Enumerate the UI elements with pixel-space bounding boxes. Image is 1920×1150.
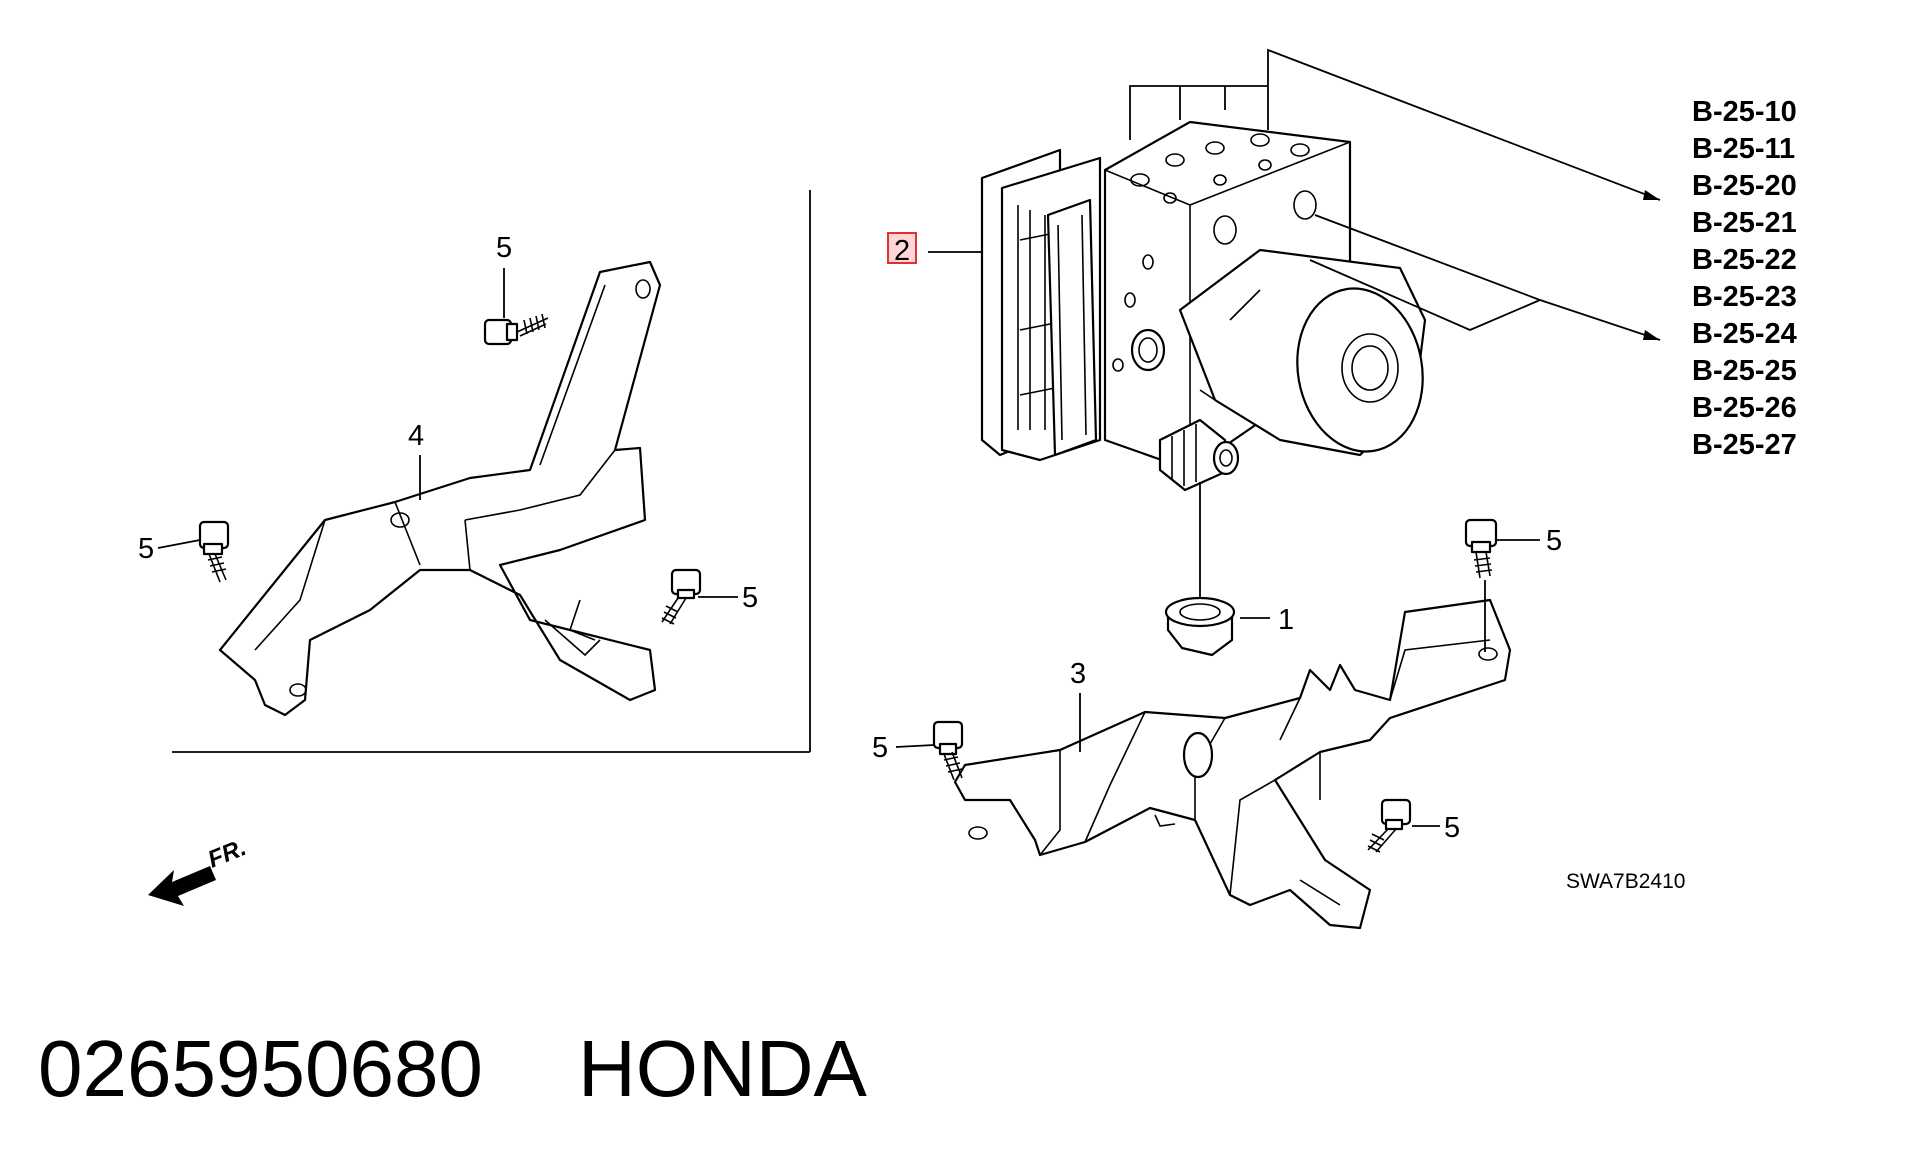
- bracket-part-4[interactable]: [218, 260, 662, 717]
- callout-2[interactable]: 2: [887, 232, 982, 267]
- callout-5-label[interactable]: 5: [1444, 812, 1460, 844]
- brand-name: HONDA: [578, 1024, 868, 1113]
- direction-label: FR.: [204, 834, 250, 874]
- ref-label[interactable]: B-25-26: [1692, 392, 1797, 424]
- callout-4-label: 4: [408, 420, 424, 452]
- ref-label[interactable]: B-25-24: [1692, 318, 1797, 350]
- abs-modulator-part-2[interactable]: [980, 120, 1435, 492]
- callout-2-label: 2: [894, 235, 910, 267]
- callout-1-label: 1: [1278, 604, 1294, 636]
- ref-label[interactable]: B-25-23: [1692, 281, 1797, 313]
- callout-3-label: 3: [1070, 658, 1086, 690]
- part-number: 0265950680: [38, 1024, 483, 1113]
- callout-highlight: [887, 232, 917, 264]
- ref-label[interactable]: B-25-10: [1692, 96, 1797, 128]
- bracket-part-3[interactable]: [953, 598, 1512, 930]
- diagram-code: SWA7B2410: [1566, 870, 1685, 893]
- callout-1[interactable]: 1: [1278, 604, 1294, 636]
- callout-5-label[interactable]: 5: [1546, 525, 1562, 557]
- callout-5-group: 5 5 5 5 5 5: [138, 232, 1562, 844]
- reference-list: B-25-10 B-25-11 B-25-20 B-25-21 B-25-22 …: [1692, 96, 1797, 461]
- ref-label[interactable]: B-25-25: [1692, 355, 1797, 387]
- grommet-part-1[interactable]: [1164, 482, 1270, 657]
- callout-3[interactable]: 3: [1070, 658, 1086, 752]
- ref-label[interactable]: B-25-22: [1692, 244, 1797, 276]
- ref-label[interactable]: B-25-27: [1692, 429, 1797, 461]
- ref-label[interactable]: B-25-21: [1692, 207, 1797, 239]
- bolt-part-5-left[interactable]: [198, 520, 230, 583]
- ref-label[interactable]: B-25-20: [1692, 170, 1797, 202]
- reference-leaders: [1129, 48, 1661, 341]
- bolt-part-5-upper-left[interactable]: [483, 313, 549, 346]
- callout-5-label[interactable]: 5: [138, 533, 154, 565]
- callout-5-label[interactable]: 5: [496, 232, 512, 264]
- callout-5-label[interactable]: 5: [872, 732, 888, 764]
- callout-4[interactable]: 4: [408, 420, 424, 500]
- ref-label[interactable]: B-25-11: [1692, 133, 1795, 165]
- front-direction-arrow-icon: FR.: [148, 834, 250, 906]
- bolt-part-5-right-lower[interactable]: [1367, 798, 1412, 853]
- bolt-part-5-right-mid[interactable]: [932, 720, 964, 781]
- left-inset-frame: [172, 190, 811, 753]
- callout-5-label[interactable]: 5: [742, 582, 758, 614]
- bolt-part-5-mid-left[interactable]: [661, 568, 702, 625]
- bolt-part-5-upper-right[interactable]: [1464, 518, 1498, 652]
